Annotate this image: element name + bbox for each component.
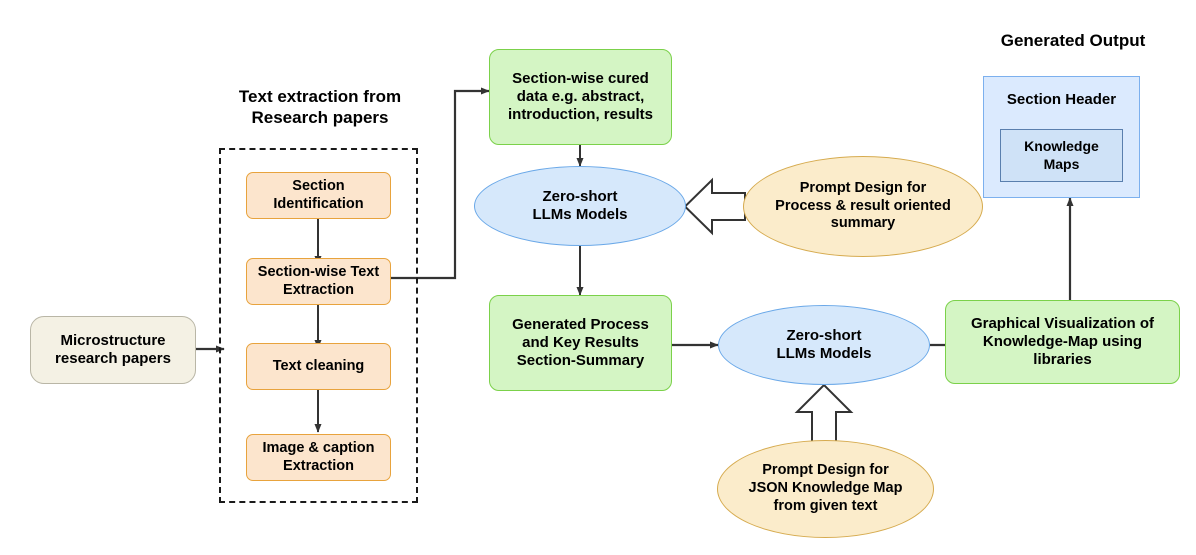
text-extraction-group <box>219 148 418 503</box>
node-graphical-visualization[interactable]: Graphical Visualization of Knowledge-Map… <box>945 300 1180 384</box>
node-section-wise-cured-data[interactable]: Section-wise cured data e.g. abstract, i… <box>489 49 672 145</box>
node-llm-bottom[interactable]: Zero-short LLMs Models <box>718 305 930 385</box>
generated-output-title: Generated Output <box>1000 31 1146 50</box>
node-prompt-design-summary[interactable]: Prompt Design for Process & result orien… <box>743 156 983 257</box>
node-image-caption-extraction[interactable]: Image & caption Extraction <box>246 434 391 481</box>
block-arrow-prompt-json <box>794 383 854 449</box>
node-output-knowledge-maps[interactable]: Knowledge Maps <box>1000 129 1123 182</box>
node-text-cleaning[interactable]: Text cleaning <box>246 343 391 390</box>
node-section-wise-text-extraction[interactable]: Section-wise Text Extraction <box>246 258 391 305</box>
node-llm-top[interactable]: Zero-short LLMs Models <box>474 166 686 246</box>
node-microstructure-research-papers[interactable]: Microstructure research papers <box>30 316 196 384</box>
node-generated-process-summary[interactable]: Generated Process and Key Results Sectio… <box>489 295 672 391</box>
text-extraction-title: Text extraction from Research papers <box>238 87 402 128</box>
node-section-identification[interactable]: Section Identification <box>246 172 391 219</box>
node-prompt-design-json-map[interactable]: Prompt Design for JSON Knowledge Map fro… <box>717 440 934 538</box>
block-arrow-prompt-summary <box>683 177 746 236</box>
